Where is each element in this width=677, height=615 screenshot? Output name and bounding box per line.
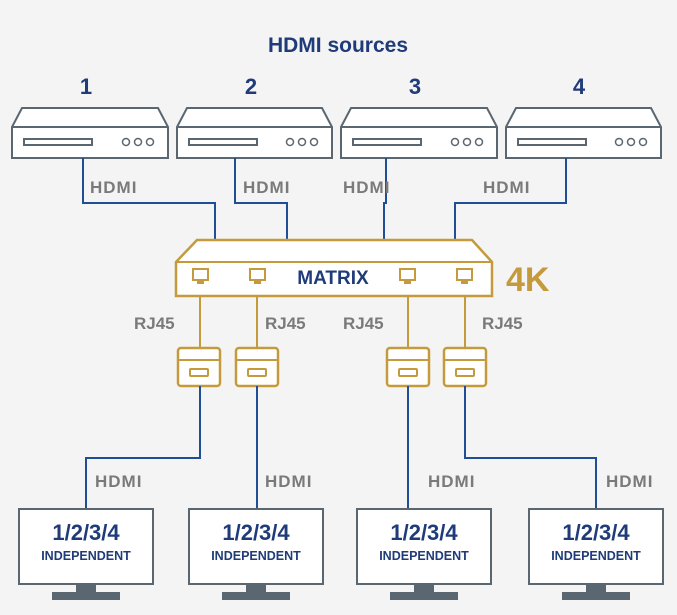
display-2-monitor-icon: 1/2/3/4 INDEPENDENT <box>188 508 324 600</box>
source-3-player-icon <box>340 107 498 159</box>
rj45-port-2-icon <box>249 268 266 284</box>
display-1-mode: INDEPENDENT <box>41 549 131 563</box>
receiver-2-icon <box>234 346 280 388</box>
resolution-badge: 4K <box>506 261 550 299</box>
display-1-inputs: 1/2/3/4 <box>52 520 120 545</box>
display-1-wire <box>85 386 201 509</box>
rj45-label-3: RJ45 <box>343 314 384 333</box>
rj45-port-4-icon <box>456 268 473 284</box>
display-4-mode: INDEPENDENT <box>551 549 641 563</box>
source-4-player-icon <box>505 107 662 159</box>
display-2-inputs: 1/2/3/4 <box>222 520 290 545</box>
source-1-player-icon <box>11 107 169 159</box>
source-2-player-icon <box>176 107 333 159</box>
matrix-switch: MATRIX <box>174 238 494 298</box>
display-4-inputs: 1/2/3/4 <box>562 520 630 545</box>
source-1-number: 1 <box>80 74 92 99</box>
rj45-port-3-icon <box>399 268 416 284</box>
source-3-wire <box>383 158 387 240</box>
display-3-hdmi-label: HDMI <box>428 472 475 491</box>
display-3-mode: INDEPENDENT <box>379 549 469 563</box>
source-4-hdmi-label: HDMI <box>483 178 530 197</box>
matrix-label: MATRIX <box>297 268 369 289</box>
display-4-monitor-icon: 1/2/3/4 INDEPENDENT <box>528 508 664 600</box>
display-4-wire <box>464 386 597 509</box>
source-3-number: 3 <box>409 74 421 99</box>
source-2-wire <box>234 158 288 240</box>
display-3-inputs: 1/2/3/4 <box>390 520 458 545</box>
source-4-number: 4 <box>573 74 586 99</box>
display-2-mode: INDEPENDENT <box>211 549 301 563</box>
source-3-hdmi-label: HDMI <box>343 178 390 197</box>
rj45-label-1: RJ45 <box>134 314 175 333</box>
source-4-wire <box>454 158 567 240</box>
display-1-hdmi-label: HDMI <box>95 472 142 491</box>
rj45-port-1-icon <box>192 268 209 284</box>
display-2-hdmi-label: HDMI <box>265 472 312 491</box>
receiver-3-icon <box>385 346 431 388</box>
rj45-label-4: RJ45 <box>482 314 523 333</box>
receiver-4-icon <box>442 346 488 388</box>
diagram-title: HDMI sources <box>268 34 408 57</box>
source-1-wire <box>82 158 216 240</box>
display-3-monitor-icon: 1/2/3/4 INDEPENDENT <box>356 508 492 600</box>
source-1-hdmi-label: HDMI <box>90 178 137 197</box>
source-2-hdmi-label: HDMI <box>243 178 290 197</box>
display-1-monitor-icon: 1/2/3/4 INDEPENDENT <box>18 508 154 600</box>
source-2-number: 2 <box>245 74 257 99</box>
rj45-label-2: RJ45 <box>265 314 306 333</box>
receiver-1-icon <box>176 346 222 388</box>
display-4-hdmi-label: HDMI <box>606 472 653 491</box>
